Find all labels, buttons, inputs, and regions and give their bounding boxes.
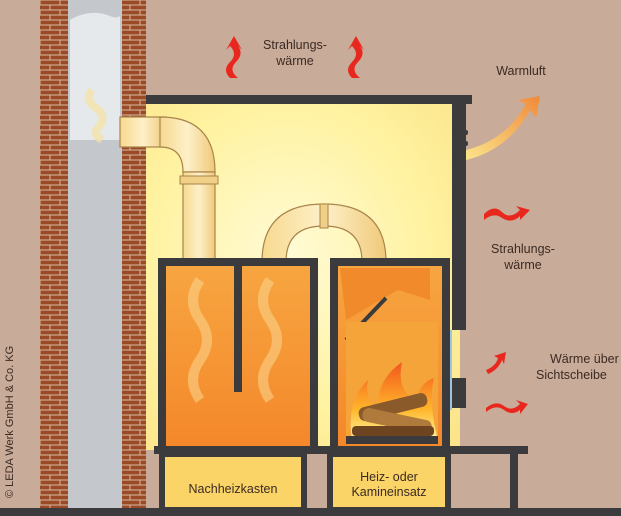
insert-label: Heiz- oder Kamineinsatz [334, 470, 444, 500]
warm-air-arrow [466, 96, 540, 160]
radiation-label-right: Strahlungs- wärme [478, 242, 568, 273]
chimney [40, 0, 146, 516]
glass-heat-line2: Sichtscheibe [536, 368, 621, 384]
insert-line2: Kamineinsatz [334, 485, 444, 500]
handle [452, 378, 466, 408]
fire-insert [334, 262, 446, 450]
radiation-top-line1: Strahlungs- [250, 38, 340, 54]
radiation-top-line2: wärme [250, 54, 340, 70]
outer-wall [452, 104, 466, 330]
radiation-label-top: Strahlungs- wärme [250, 38, 340, 69]
glass-heat-line1: Wärme über [536, 352, 621, 368]
storage-box [162, 262, 314, 450]
storage-box-label: Nachheizkasten [166, 482, 300, 497]
copyright-text: © LEDA Werk GmbH & Co. KG [4, 346, 16, 498]
warm-air-label: Warmluft [486, 64, 556, 80]
glass-heat-label: Wärme über Sichtscheibe [536, 352, 621, 383]
radiation-right-line1: Strahlungs- [478, 242, 568, 258]
insert-line1: Heiz- oder [334, 470, 444, 485]
radiation-right-line2: wärme [478, 258, 568, 274]
top-plate [146, 95, 472, 104]
